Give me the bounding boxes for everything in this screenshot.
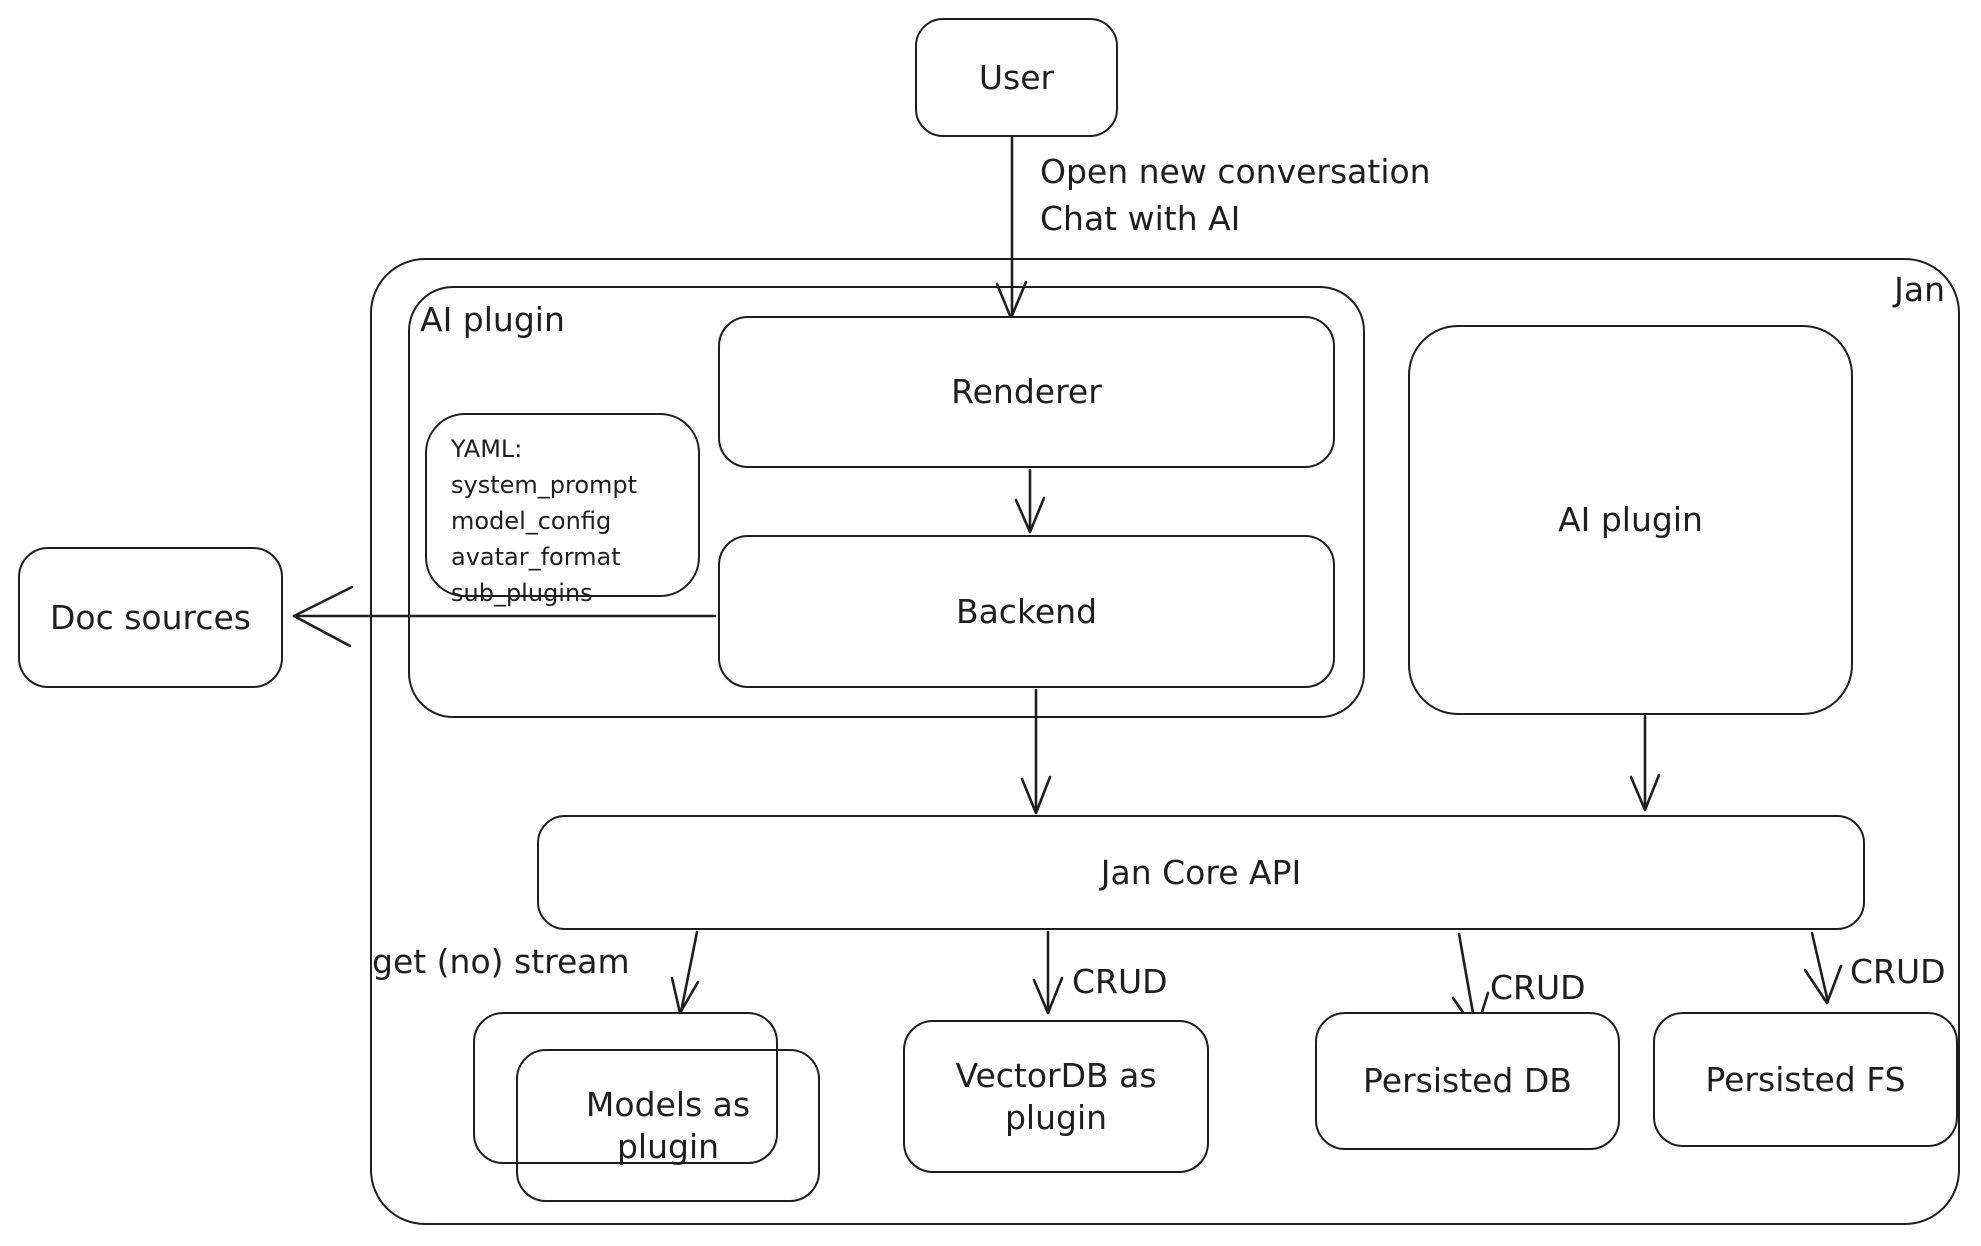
models-plugin-back-box [473,1012,778,1164]
user-edge-label-line2: Chat with AI [1040,199,1241,238]
crud-label-persisted-fs: CRUD [1850,952,1946,991]
doc-sources-label: Doc sources [49,597,251,637]
user-label: User [978,57,1055,97]
ai-plugin-container-label: AI plugin [420,300,565,339]
yaml-note-title: YAML: [451,435,523,463]
ai-plugin-right-node: AI plugin [1408,325,1853,715]
crud-label-persisted-db: CRUD [1490,968,1586,1007]
doc-sources-node: Doc sources [18,547,283,688]
vectordb-plugin-label: VectorDB as plugin [955,1056,1157,1137]
jan-container-label: Jan [1894,270,1945,309]
models-plugin-label: Models as plugin [585,1085,751,1166]
get-no-stream-label: get (no) stream [372,942,630,981]
backend-label: Backend [955,591,1098,631]
jan-container-box [370,258,1960,1225]
yaml-note-line: avatar_format [451,543,621,571]
persisted-fs-node: Persisted FS [1653,1012,1958,1147]
user-edge-label: Open new conversation Chat with AI [1040,148,1431,242]
user-edge-label-line1: Open new conversation [1040,152,1431,191]
persisted-fs-label: Persisted FS [1705,1059,1906,1099]
models-plugin-node: Models as plugin [516,1049,820,1202]
jan-core-api-label: Jan Core API [1100,852,1302,892]
persisted-db-node: Persisted DB [1315,1012,1620,1150]
renderer-node: Renderer [718,316,1335,468]
backend-node: Backend [718,535,1335,688]
vectordb-plugin-node: VectorDB as plugin [903,1020,1209,1173]
ai-plugin-right-label: AI plugin [1558,500,1703,540]
yaml-note-line: model_config [451,507,612,535]
renderer-label: Renderer [951,372,1102,412]
edge-backend-to-docsources-arrowhead [292,585,354,648]
user-node: User [915,18,1118,137]
yaml-note-line: sub_plugins [451,579,593,607]
persisted-db-label: Persisted DB [1363,1061,1572,1101]
ai-plugin-container-box [408,286,1365,718]
yaml-note: YAML: system_prompt model_config avatar_… [425,413,700,607]
crud-label-vectordb: CRUD [1072,962,1168,1001]
jan-core-api-node: Jan Core API [537,815,1865,930]
yaml-note-line: system_prompt [451,471,638,499]
